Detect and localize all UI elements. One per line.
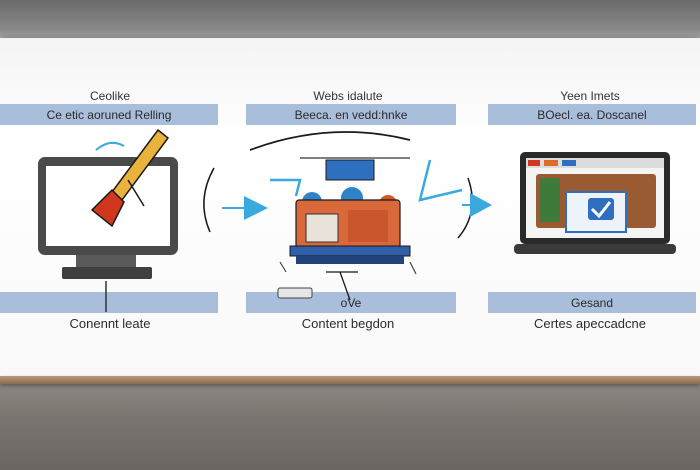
column-2-title: Webs idalute — [313, 89, 383, 103]
content-machine-icon — [249, 131, 463, 301]
column-1-title: Ceolike — [89, 89, 131, 103]
column-1-bottom-bar — [0, 292, 218, 313]
column-2-subtitle-bar: Beeca. en vedd:hnke — [246, 104, 456, 125]
column-3-subtitle-bar: BOecl. ea. Doscanel — [488, 104, 696, 125]
monitor-with-brush-icon — [38, 128, 178, 312]
laptop-checkmark-icon — [514, 152, 676, 254]
arrow-right-1 — [203, 167, 268, 233]
column-3-bottom-bar: Gesand — [488, 292, 696, 313]
column-3-title: Yeen Imets — [560, 89, 620, 103]
column-2-caption: Content begdon — [301, 316, 395, 331]
column-1-caption: Conennt leate — [69, 316, 151, 331]
arrow-right-2 — [457, 177, 492, 239]
column-1-subtitle-bar: Ce etic aoruned Relling — [0, 104, 218, 125]
column-3-caption: Certes apeccadcne — [533, 316, 646, 331]
whiteboard-ledge — [0, 376, 700, 384]
floor-area — [0, 378, 700, 470]
